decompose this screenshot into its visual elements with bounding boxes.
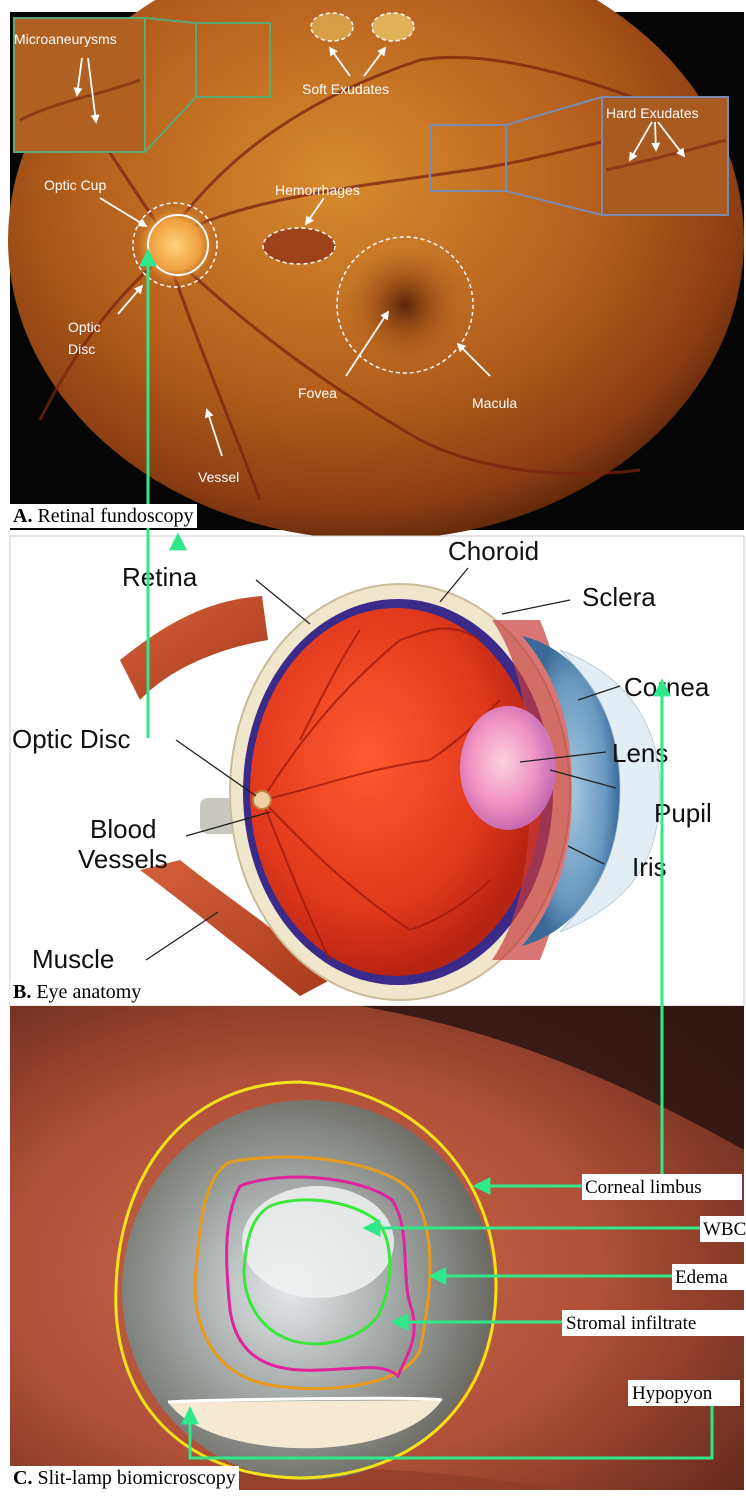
label-corneal-limbus: Corneal limbus [585, 1177, 702, 1198]
label-microaneurysms: Microaneurysms [14, 31, 117, 47]
label-optic-disc-a-2: Disc [68, 341, 95, 357]
label-retina: Retina [122, 562, 198, 592]
caption-b-text: Eye anatomy [36, 981, 141, 1003]
label-muscle: Muscle [32, 944, 114, 974]
caption-a-text: Retinal fundoscopy [37, 505, 193, 527]
optic-disc-b [253, 791, 271, 809]
caption-b-letter: B. [13, 981, 31, 1003]
label-optic-disc-b: Optic Disc [12, 724, 130, 754]
panel-a: Microaneurysms Soft Exudates Hard Exudat… [8, 0, 744, 540]
panel-b: Choroid Retina Sclera Cornea Optic Disc … [10, 536, 744, 1006]
label-hypopyon: Hypopyon [632, 1383, 713, 1404]
fovea-spot [345, 245, 465, 365]
caption-c-letter: C. [13, 1467, 32, 1489]
label-blood-vessels-1: Blood [90, 814, 157, 844]
label-optic-disc-a-1: Optic [68, 319, 101, 335]
label-fovea: Fovea [298, 385, 337, 401]
label-hard-exudates: Hard Exudates [606, 105, 699, 121]
label-sclera: Sclera [582, 582, 656, 612]
label-wbc: WBC [703, 1219, 746, 1240]
panel-c [10, 1006, 744, 1490]
label-optic-cup: Optic Cup [44, 177, 106, 193]
label-hemorrhages: Hemorrhages [275, 182, 360, 198]
label-soft-exudates: Soft Exudates [302, 81, 389, 97]
caption-c: C. Slit-lamp biomicroscopy [10, 1466, 239, 1490]
label-stromal-infiltrate: Stromal infiltrate [566, 1313, 696, 1334]
caption-a: A. Retinal fundoscopy [10, 504, 197, 528]
caption-b: B. Eye anatomy [10, 980, 144, 1004]
label-cornea: Cornea [624, 672, 710, 702]
caption-c-text: Slit-lamp biomicroscopy [37, 1467, 235, 1489]
label-choroid: Choroid [448, 536, 539, 566]
label-macula: Macula [472, 395, 517, 411]
caption-a-letter: A. [13, 505, 32, 527]
lens [460, 706, 556, 830]
label-edema: Edema [675, 1267, 728, 1288]
label-vessel: Vessel [198, 469, 239, 485]
infiltrate-haze [242, 1186, 394, 1298]
label-blood-vessels-2: Vessels [78, 844, 168, 874]
label-lens: Lens [612, 738, 668, 768]
